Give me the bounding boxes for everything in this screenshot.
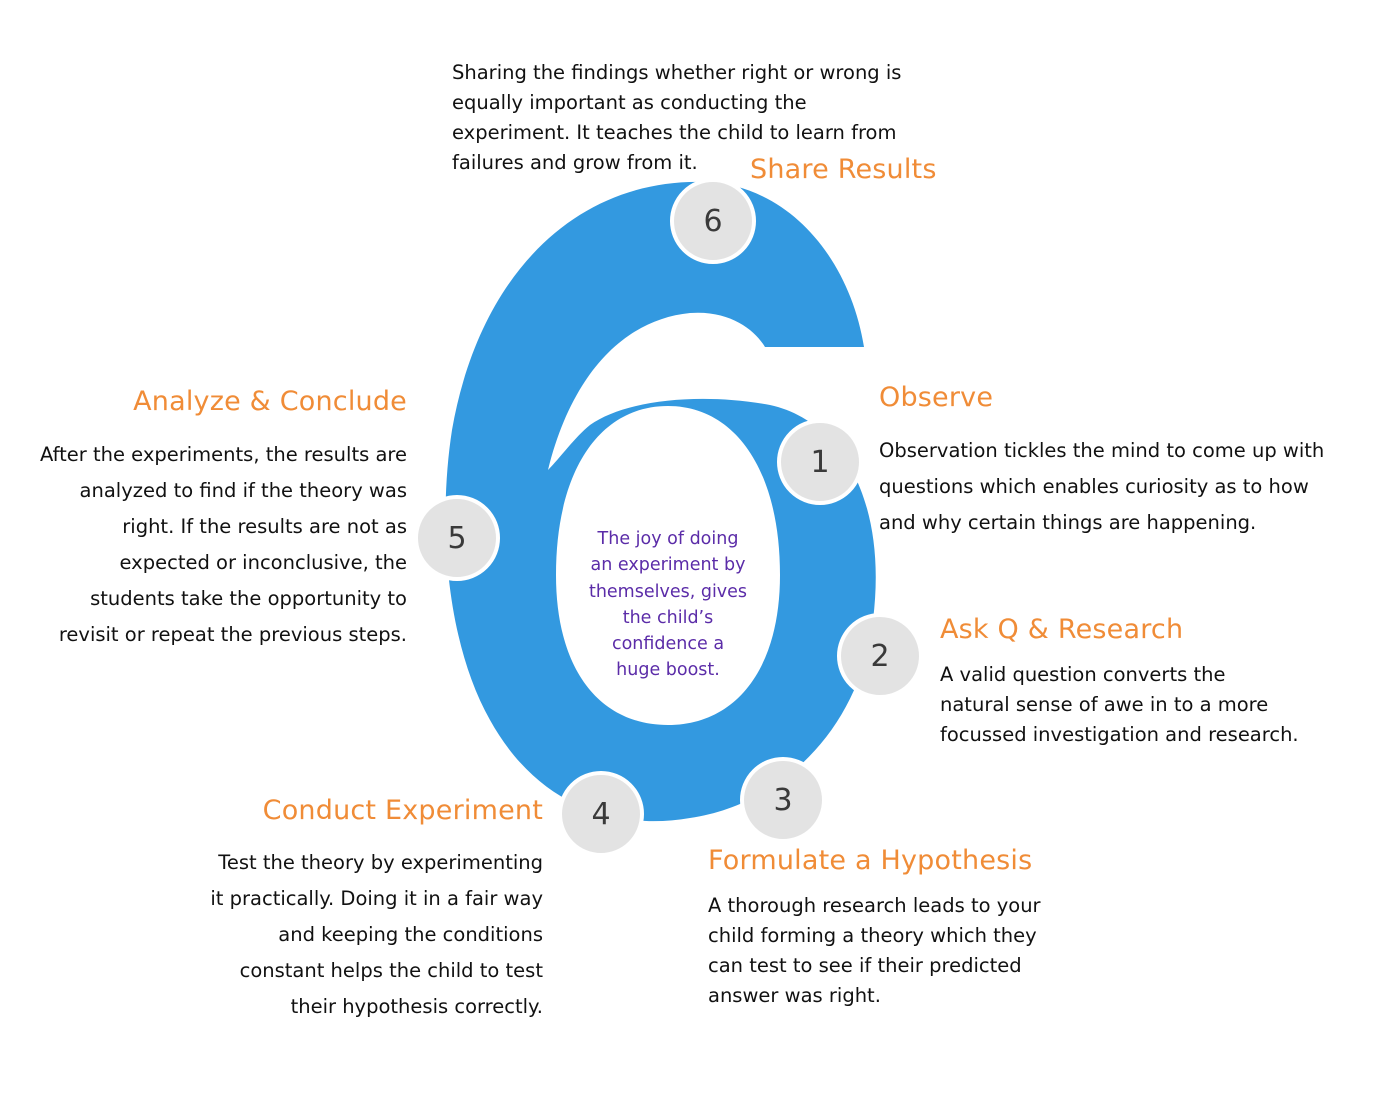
step-2-line: A valid question converts the <box>940 663 1226 686</box>
step-4-line: their hypothesis correctly. <box>290 995 543 1018</box>
six-outer-path <box>445 181 876 822</box>
step-6-line: Sharing the findings whether right or wr… <box>452 61 902 84</box>
step-4-number-badge: 4 <box>558 771 644 857</box>
step-5-number-badge: 5 <box>414 495 500 581</box>
step-4-line: and keeping the conditions <box>278 923 543 946</box>
step-2-line: focussed investigation and research. <box>940 723 1299 746</box>
step-6-line: experiment. It teaches the child to lear… <box>452 121 897 144</box>
step-6-description: Sharing the findings whether right or wr… <box>452 58 901 178</box>
step-6-number-badge: 6 <box>670 178 756 264</box>
step-4-title: Conduct Experiment <box>262 795 543 826</box>
step-1-line: questions which enables curiosity as to … <box>879 475 1309 498</box>
step-3-number-badge: 3 <box>740 757 826 843</box>
step-3-description: A thorough research leads to your child … <box>708 891 1041 1011</box>
center-line: an experiment by <box>590 555 746 576</box>
step-6-line: equally important as conducting the <box>452 91 807 114</box>
step-5-line: expected or inconclusive, the <box>119 551 407 574</box>
step-4-description: Test the theory by experimenting it prac… <box>210 845 543 1025</box>
step-4-line: it practically. Doing it in a fair way <box>210 887 543 910</box>
center-message: The joy of doing an experiment by themse… <box>568 526 768 684</box>
step-1-line: Observation tickles the mind to come up … <box>879 439 1325 462</box>
step-2-description: A valid question converts the natural se… <box>940 660 1299 750</box>
step-5-line: revisit or repeat the previous steps. <box>58 623 407 646</box>
step-5-line: students take the opportunity to <box>90 587 407 610</box>
center-line: huge boost. <box>616 660 720 681</box>
step-5-description: After the experiments, the results are a… <box>40 437 407 653</box>
step-5-line: After the experiments, the results are <box>39 443 407 466</box>
step-1-number-badge: 1 <box>777 419 863 505</box>
step-3-line: A thorough research leads to your <box>708 894 1041 917</box>
center-line: the child’s <box>622 607 714 628</box>
center-line: confidence a <box>611 634 725 655</box>
step-4-line: Test the theory by experimenting <box>218 851 543 874</box>
center-line: The joy of doing <box>597 529 739 549</box>
step-2-line: natural sense of awe in to a more <box>940 693 1269 716</box>
step-5-title: Analyze & Conclude <box>133 386 407 417</box>
step-1-description: Observation tickles the mind to come up … <box>879 433 1324 541</box>
step-3-line: child forming a theory which they <box>708 924 1037 947</box>
step-4-line: constant helps the child to test <box>239 959 543 982</box>
step-3-line: can test to see if their predicted <box>708 954 1022 977</box>
step-5-line: analyzed to find if the theory was <box>79 479 407 502</box>
step-2-title: Ask Q & Research <box>940 614 1184 645</box>
step-3-line: answer was right. <box>708 984 881 1007</box>
step-1-line: and why certain things are happening. <box>879 511 1257 534</box>
step-5-line: right. If the results are not as <box>122 515 407 538</box>
step-1-title: Observe <box>879 382 994 413</box>
step-2-number-badge: 2 <box>837 613 923 699</box>
step-3-title: Formulate a Hypothesis <box>708 845 1033 876</box>
center-line: themselves, gives <box>588 581 748 602</box>
step-6-line: failures and grow from it. <box>452 151 698 174</box>
step-6-title: Share Results <box>750 154 937 185</box>
